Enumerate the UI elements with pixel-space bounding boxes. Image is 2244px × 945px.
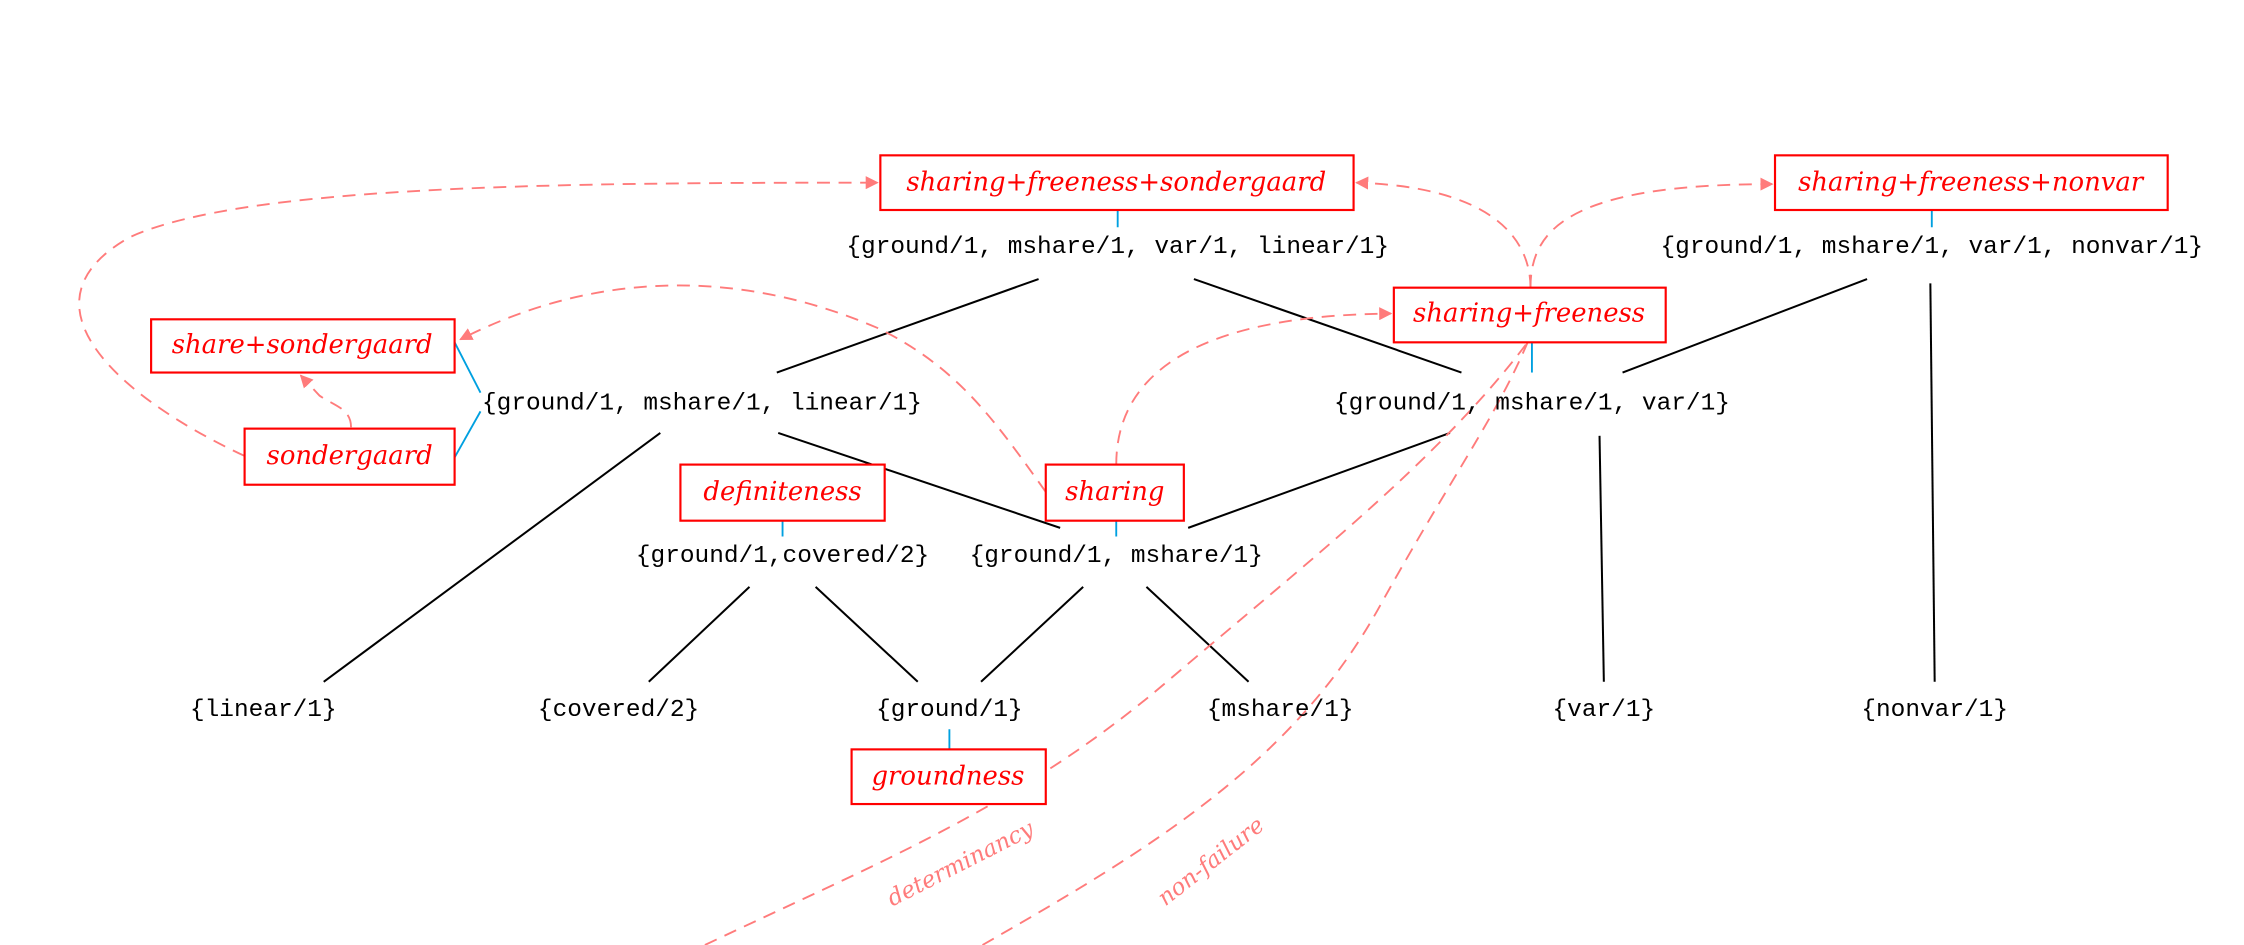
node-ground-mshare-linear: {ground/1, mshare/1, linear/1}	[482, 391, 922, 418]
box-share-sondergaard: share+sondergaard	[150, 318, 456, 374]
arrow-sf-to-sfn	[1529, 177, 1774, 288]
box-frame	[1773, 154, 2169, 212]
domain-links	[453, 210, 1933, 750]
edge	[777, 431, 1061, 529]
box-definiteness: definiteness	[679, 463, 886, 522]
box-label: sharing	[1065, 477, 1164, 507]
box-frame	[850, 748, 1047, 806]
edge	[814, 586, 919, 683]
edge	[1622, 278, 1868, 374]
node-var: {var/1}	[1553, 697, 1656, 724]
box-sharing-freeness-nonvar: sharing+freeness+nonvar	[1773, 154, 2169, 212]
box-sharing-freeness: sharing+freeness	[1392, 286, 1667, 344]
arrow-sharing-to-ss	[459, 284, 1047, 493]
node-ground-mshare-var-linear: {ground/1, mshare/1, var/1, linear/1}	[846, 234, 1389, 261]
box-frame	[879, 154, 1355, 212]
box-groundness: groundness	[850, 748, 1047, 806]
edge	[1145, 586, 1250, 683]
arrow-sf-to-sfs	[1355, 176, 1532, 288]
arrow-sondergaard-to-ss	[299, 374, 352, 428]
node-nonvar: {nonvar/1}	[1861, 697, 2008, 724]
box-label: groundness	[871, 762, 1024, 792]
box-frame	[679, 463, 886, 522]
box-sharing: sharing	[1044, 463, 1185, 522]
box-label: sharing+freeness	[1413, 299, 1645, 329]
edge	[1929, 283, 1936, 682]
box-frame	[243, 427, 456, 486]
box-label: definiteness	[703, 477, 861, 507]
link	[453, 410, 482, 458]
arrow-sharing-to-sf	[1115, 307, 1393, 465]
node-covered: {covered/2}	[538, 697, 699, 724]
box-frame	[150, 318, 456, 374]
node-ground-mshare: {ground/1, mshare/1}	[970, 543, 1263, 570]
box-frame	[1392, 286, 1667, 344]
edge	[323, 432, 661, 683]
node-ground-mshare-var-nonvar: {ground/1, mshare/1, var/1, nonvar/1}	[1660, 234, 2203, 261]
edge	[776, 278, 1039, 374]
node-mshare: {mshare/1}	[1207, 697, 1354, 724]
node-ground-covered: {ground/1,covered/2}	[636, 543, 929, 570]
determinancy-label: determinancy	[883, 815, 1039, 912]
edge	[1187, 431, 1451, 529]
box-frame	[1044, 463, 1185, 522]
node-ground-mshare-var: {ground/1, mshare/1, var/1}	[1334, 391, 1730, 418]
lattice-edges	[323, 278, 1936, 683]
edge	[648, 586, 751, 683]
curve-determinancy	[704, 341, 1529, 945]
node-linear: {linear/1}	[190, 697, 337, 724]
node-ground: {ground/1}	[876, 697, 1023, 724]
link	[453, 341, 482, 394]
box-label: sondergaard	[267, 441, 433, 471]
edge	[1598, 435, 1605, 682]
edge	[980, 586, 1084, 683]
box-label: sharing+freeness+sondergaard	[906, 168, 1326, 198]
box-label: sharing+freeness+nonvar	[1798, 168, 2145, 198]
non-failure-label: non-failure	[1153, 812, 1270, 911]
box-label: share+sondergaard	[172, 330, 433, 360]
curve-non-failure	[982, 341, 1529, 945]
box-sondergaard: sondergaard	[243, 427, 456, 486]
edge	[1193, 278, 1462, 374]
box-sharing-freeness-sondergaard: sharing+freeness+sondergaard	[879, 154, 1355, 212]
lattice-nodes: {ground/1, mshare/1, var/1, linear/1} {g…	[190, 234, 2203, 724]
